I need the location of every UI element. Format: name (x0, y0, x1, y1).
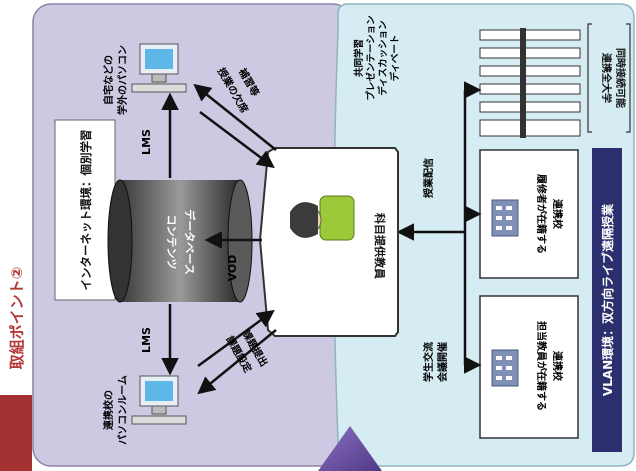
vlan-title-box (592, 148, 622, 452)
class-delivery-label: 授業配信 (422, 158, 435, 198)
vlan-connectors (396, 81, 482, 374)
university-label-line1: 連携全大学 (600, 53, 613, 103)
home-pc-icon (131, 43, 187, 93)
svg-text:ディスカッション: ディスカッション (377, 20, 389, 95)
school-bottom-line1: 担当教員が在籍する (535, 321, 548, 411)
teacher-icon (290, 195, 355, 241)
svg-text:会議開催: 会議開催 (436, 342, 449, 382)
school-pc-icon (131, 375, 187, 425)
database-label-line2: データベース (183, 209, 197, 274)
svg-text:学生交流: 学生交流 (422, 342, 435, 382)
university-bars (479, 28, 581, 138)
school-box-middle: 履修者が在籍する 連携校 (479, 149, 579, 279)
home-pc-label: 自宅などの 学外のパソコン (102, 45, 129, 115)
student-exchange-label: 学生交流 会議開催 (422, 342, 449, 382)
vod-label: VOD (226, 255, 239, 282)
svg-text:パソコンルーム: パソコンルーム (117, 375, 129, 445)
svg-text:プレゼンテーション: プレゼンテーション (365, 15, 377, 100)
university-label-line2: 同時接続可能 (614, 48, 627, 108)
vlan-title: VLAN環境：双方向ライブ遠隔授業 (600, 203, 615, 396)
teacher-hexagon: 科目提供教員 (258, 147, 399, 337)
accent-bar (0, 395, 32, 471)
joint-study-label: 共同学習 プレゼンテーション ディスカッション ディベート (353, 15, 401, 100)
side-label: 取組ポイント② (8, 267, 26, 370)
school-bottom-line2: 連携校 (551, 351, 564, 382)
purple-triangle (318, 426, 382, 471)
database-label-line1: コンテンツ (165, 215, 178, 270)
university-label: 連携全大学 同時接続可能 (587, 23, 631, 133)
internet-title: インターネット環境：個別学習 (79, 130, 93, 291)
school-middle-line2: 連携校 (551, 199, 564, 230)
school-middle-line1: 履修者が在籍する (535, 173, 548, 254)
svg-text:連携校の: 連携校の (102, 390, 115, 430)
svg-text:自宅などの: 自宅などの (102, 55, 115, 105)
lms-bottom-label: LMS (140, 327, 153, 353)
school-pc-label: 連携校の パソコンルーム (102, 375, 129, 445)
internet-arrows (161, 83, 277, 395)
svg-text:ディベート: ディベート (389, 35, 401, 82)
side-label-text: 取組ポイント② (8, 267, 26, 370)
svg-text:学外のパソコン: 学外のパソコン (116, 45, 129, 115)
svg-text:共同学習: 共同学習 (353, 39, 365, 77)
internet-title-box (54, 119, 116, 301)
school-box-bottom: 担当教員が在籍する 連携校 (479, 295, 579, 439)
teacher-label: 科目提供教員 (373, 213, 387, 279)
lms-top-label: LMS (140, 129, 153, 155)
